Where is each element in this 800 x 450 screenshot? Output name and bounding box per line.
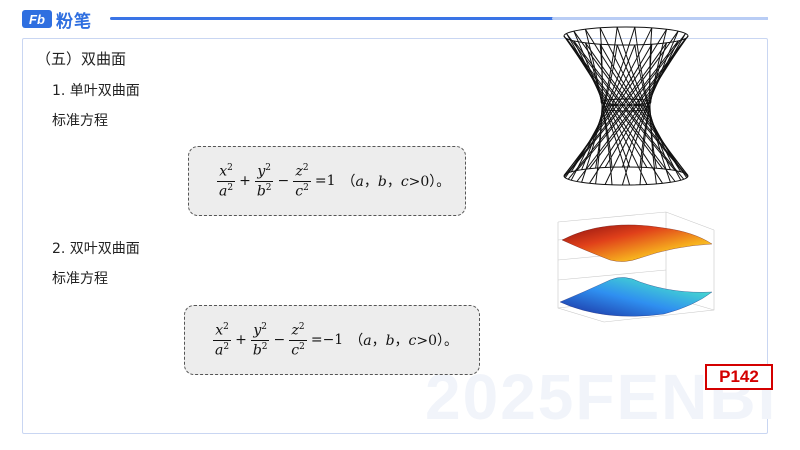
fraction-z: z2 c2 [293, 162, 311, 200]
two-sheet-hyperboloid-figure [557, 211, 715, 323]
wire-ring [563, 26, 689, 46]
logo-mark: Fb [22, 10, 52, 28]
wire-line [563, 35, 663, 170]
wire-line [604, 38, 686, 168]
wire-line [616, 26, 682, 181]
fraction-y: y2 b2 [251, 321, 269, 359]
wire-line [639, 29, 668, 185]
wire-line [566, 38, 648, 168]
slide-frame [22, 38, 768, 434]
header-divider [110, 17, 768, 20]
formula-rhs: =−1 [310, 332, 344, 348]
wire-line [604, 33, 686, 185]
fraction-x: x2 a2 [217, 162, 235, 200]
formula-condition: （a，b，c>0）。 [341, 174, 451, 190]
wire-line [567, 30, 679, 174]
logo-text: 粉笔 [56, 11, 92, 32]
wire-line [573, 40, 631, 168]
wire-ring [563, 166, 689, 186]
page-number-badge: P142 [705, 364, 773, 390]
wire-line [584, 28, 689, 176]
lower-sheet [559, 277, 713, 317]
wire-line [573, 30, 685, 174]
wire-line [563, 35, 663, 184]
wire-line [573, 40, 685, 180]
fraction-y: y2 b2 [255, 162, 273, 200]
wire-line [563, 28, 668, 176]
one-sheet-hyperboloid-figure [563, 26, 689, 186]
wire-line [595, 27, 603, 184]
two-sheet-formula-box: x2 a2 + y2 b2 − z2 c2 =−1 （a，b，c>0）。 [184, 305, 480, 375]
wire-line [566, 33, 648, 185]
formula-condition: （a，b，c>0）。 [349, 333, 459, 349]
operator-minus: − [277, 173, 290, 189]
fraction-x: x2 a2 [213, 321, 231, 359]
wire-line [566, 33, 676, 171]
fenbi-logo: Fb 粉笔 [22, 8, 92, 32]
wire-line [564, 27, 653, 179]
wire-line [581, 27, 618, 183]
wire-line [567, 40, 679, 180]
header-divider-light [552, 17, 768, 20]
one-sheet-label: 标准方程 [52, 113, 108, 129]
wire-line [634, 27, 671, 183]
wire-line [576, 33, 686, 171]
one-sheet-formula-box: x2 a2 + y2 b2 − z2 c2 =1 （a，b，c>0）。 [188, 146, 466, 216]
operator-plus: + [235, 332, 247, 348]
operator-plus: + [239, 173, 251, 189]
wire-line [621, 40, 679, 168]
section-title: （五）双曲面 [36, 50, 127, 68]
two-sheet-label: 标准方程 [52, 271, 108, 287]
formula-rhs: =1 [314, 173, 336, 189]
wire-line [599, 27, 688, 179]
wire-line [649, 27, 657, 184]
upper-sheet [561, 224, 713, 262]
operator-minus: − [273, 332, 286, 348]
one-sheet-heading: 1. 单叶双曲面 [52, 83, 140, 99]
wire-line [621, 30, 679, 186]
fraction-z: z2 c2 [289, 321, 307, 359]
wire-line [570, 26, 636, 181]
two-sheet-heading: 2. 双叶双曲面 [52, 241, 140, 257]
